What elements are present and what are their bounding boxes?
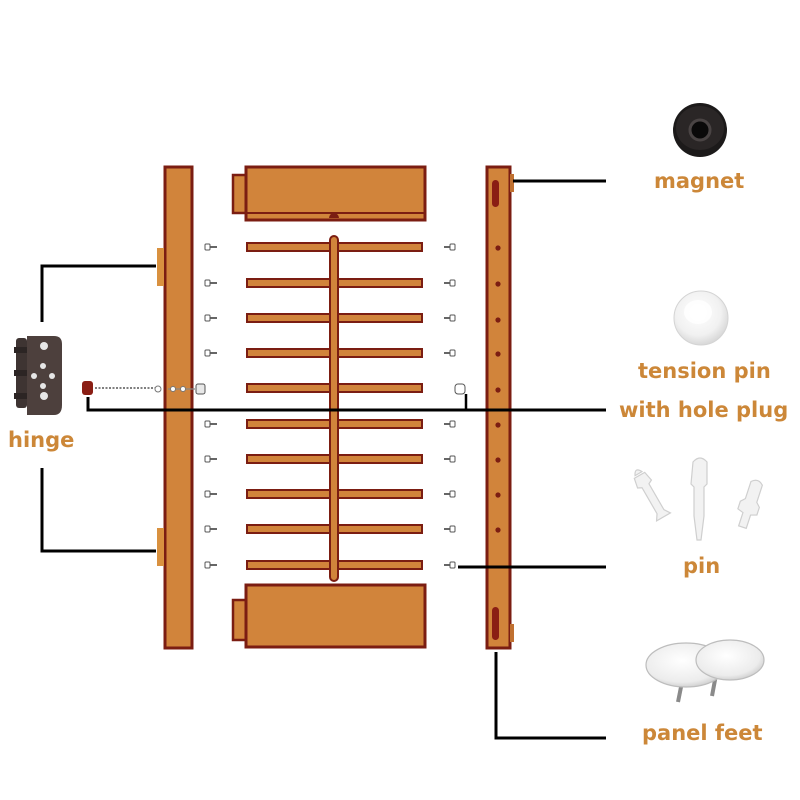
hole-plug-icon — [673, 290, 729, 346]
louver-pins — [204, 243, 456, 569]
magnet-label: magnet — [654, 169, 745, 193]
stile-hole — [495, 281, 501, 287]
hinge-mortise-top — [157, 248, 164, 286]
louver-pin — [204, 279, 217, 287]
stile-hole — [495, 245, 501, 251]
stile-hole — [495, 422, 501, 428]
right-stile — [485, 165, 514, 650]
leader-lines — [40, 179, 606, 740]
louver-pin — [204, 561, 217, 569]
hinge-leader-bottom — [40, 468, 156, 553]
louver-pin — [204, 420, 217, 428]
hinge-label: hinge — [8, 428, 75, 452]
stile-hole — [495, 457, 501, 463]
stile-hole — [495, 492, 501, 498]
stile-hole — [495, 527, 501, 533]
louver-pin — [204, 349, 217, 357]
tension-pin-assembly — [82, 381, 466, 395]
hinge-icon — [14, 336, 62, 415]
pin-icon — [633, 457, 764, 541]
tension-pin-label: tension pin — [638, 359, 771, 383]
louver-pin — [204, 314, 217, 322]
louver-pin — [444, 561, 456, 569]
louver-pin — [444, 420, 456, 428]
stile-hole — [495, 387, 501, 393]
hole-plug-label: with hole plug — [619, 398, 789, 422]
panel-feet-leader — [494, 652, 606, 740]
bottom-rail — [231, 583, 427, 649]
louver-pin — [444, 490, 456, 498]
louver-pin — [444, 243, 456, 251]
louver-pin — [204, 525, 217, 533]
stile-hole — [495, 351, 501, 357]
tension-pin-leader — [86, 397, 606, 412]
louver-pin — [444, 279, 456, 287]
left-stile — [157, 165, 194, 650]
louver-pin — [444, 455, 456, 463]
louver-pin — [204, 490, 217, 498]
louver-pin — [444, 349, 456, 357]
louver-pin — [204, 455, 217, 463]
panel-feet-label: panel feet — [642, 721, 763, 745]
magnet-icon — [673, 103, 727, 157]
panel-feet-icon — [645, 639, 765, 703]
hole-plug-red — [82, 381, 93, 395]
pin-label: pin — [683, 554, 721, 578]
louver-pin — [204, 243, 217, 251]
hinge-mortise-bottom — [157, 528, 164, 566]
louver-pin — [444, 525, 456, 533]
top-rail — [231, 165, 427, 222]
louver-pin — [444, 314, 456, 322]
stile-hole — [495, 317, 501, 323]
right-stile-holes — [495, 245, 501, 533]
hinge-leader-top — [40, 264, 156, 322]
